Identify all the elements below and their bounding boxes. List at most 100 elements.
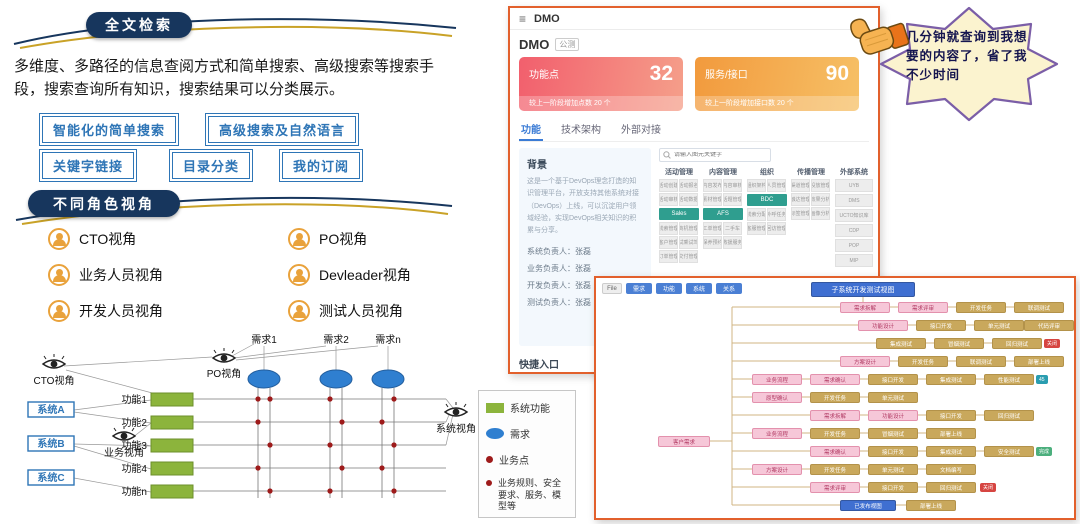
arch-column-activity: 活动管理 活动创建 活动报名 活动审核 活动数据 Sales 线索管理 商机管理 <box>659 167 699 269</box>
arch-group-header: Sales <box>659 208 699 220</box>
dmo-tab-bar: 功能 技术架构 外部对接 <box>519 118 869 142</box>
starburst-shape <box>879 6 1059 122</box>
arch-box: 外呼任务 <box>767 208 786 221</box>
role-label: Devleader视角 <box>319 267 411 283</box>
person-icon <box>48 264 70 286</box>
feature-chip-subscription: 我的订阅 <box>278 149 364 182</box>
search-input[interactable] <box>674 152 766 158</box>
arch-box: 二手车 <box>723 222 742 235</box>
arch-box: 保养预约 <box>703 236 722 249</box>
tab-architecture[interactable]: 技术架构 <box>561 125 601 136</box>
arch-box: 交付管理 <box>679 250 698 263</box>
trace-node: 开发任务 <box>810 392 860 403</box>
status-tag: 关闭 <box>980 483 997 492</box>
person-icon <box>288 300 310 322</box>
toolbar-chip-function[interactable]: 功能 <box>656 283 682 294</box>
trace-node: 原型确认 <box>752 392 802 403</box>
trace-node: 集成测试 <box>926 446 976 457</box>
function-label: 功能4 <box>121 462 147 475</box>
arch-box: 触达管理 <box>791 193 810 206</box>
trace-focus-node: 子系统开发测试视图 <box>811 282 915 297</box>
feature-chip-catalog: 目录分类 <box>168 149 254 182</box>
trace-node: 功能设计 <box>868 410 918 421</box>
testimonial-text: 几分钟就查询到我想要的内容了，省了我不少时间 <box>906 30 1028 82</box>
trace-node: 接口开发 <box>868 446 918 457</box>
tab-function[interactable]: 功能 <box>519 118 543 141</box>
section-title-role-views: 不同角色视角 <box>28 190 180 217</box>
arch-box: 素材管理 <box>703 193 722 206</box>
trace-node: 联调测试 <box>956 356 1006 367</box>
toolbar-chip-relation[interactable]: 关系 <box>716 283 742 294</box>
view-label-system: 系统视角 <box>436 422 476 435</box>
eye-icon-cto <box>42 353 66 369</box>
menu-icon[interactable]: ≡ <box>519 11 527 26</box>
arch-box: 商机管理 <box>679 222 698 235</box>
toolbar-chip-system[interactable]: 系统 <box>686 283 712 294</box>
owner-business: 业务负责人：张磊 <box>527 264 591 274</box>
tab-external[interactable]: 外部对接 <box>621 125 661 136</box>
owner-dev: 开发负责人：张磊 <box>527 281 591 291</box>
trace-node: 需求确认 <box>810 446 860 457</box>
arch-box: 活动审核 <box>659 193 678 206</box>
person-icon <box>48 300 70 322</box>
background-text: 这是一个基于DevOps理念打造的知识管理平台，开放支持其他系统对接（DevOp… <box>527 178 639 234</box>
trace-node: 冒烟测试 <box>868 428 918 439</box>
arch-box: 画像分析 <box>811 207 830 220</box>
trace-node: 已发布视图 <box>840 500 896 511</box>
role-item-business: 业务人员视角 <box>48 264 163 286</box>
role-item-cto: CTO视角 <box>48 228 136 250</box>
feature-chip-advanced-search: 高级搜索及自然语言 <box>204 113 360 146</box>
quick-entry-link[interactable]: 快捷入口 <box>519 360 559 371</box>
legend-item: 需求 <box>486 426 568 441</box>
function-label: 功能2 <box>121 416 147 429</box>
arch-box: MIP <box>835 254 873 267</box>
trace-node: 需求拆解 <box>840 302 890 313</box>
dmo-navbar: ≡ DMO <box>510 8 878 30</box>
arch-box: 内容发布 <box>703 179 722 192</box>
stat-value: 32 <box>649 62 673 85</box>
trace-node: 回归测试 <box>926 482 976 493</box>
trace-node: 部署上线 <box>1014 356 1064 367</box>
trace-node: 回归测试 <box>984 410 1034 421</box>
arch-box: 客服管理 <box>747 222 766 235</box>
arch-box: 工单管理 <box>703 222 722 235</box>
toolbar-chip-file[interactable]: File <box>602 283 622 294</box>
arch-box: 活动报名 <box>679 179 698 192</box>
demand-swatch <box>486 428 504 439</box>
business-point-swatch <box>486 456 493 463</box>
system-boxes <box>27 401 75 486</box>
arch-box: 线索管理 <box>659 222 678 235</box>
testimonial-burst <box>874 2 1070 130</box>
feature-chip-keyword-link: 关键字链接 <box>38 149 138 182</box>
status-tag: 关闭 <box>1044 339 1061 348</box>
system-function-swatch <box>486 402 504 413</box>
system-label: 系统C <box>37 471 64 484</box>
section-title-text: 不同角色视角 <box>53 195 155 212</box>
arch-column-content: 内容管理 内容发布 内容审核 素材管理 话题管理 AFS 工单管理 二手车 <box>703 167 743 269</box>
status-tag: 45 <box>1036 375 1048 384</box>
background-title: 背景 <box>527 160 547 171</box>
person-icon <box>288 264 310 286</box>
demand-label: 需求2 <box>323 334 349 346</box>
demand-ellipses <box>247 369 405 389</box>
view-label-business: 业务视角 <box>104 446 144 459</box>
trace-node: 接口开发 <box>926 410 976 421</box>
role-item-devleader: Devleader视角 <box>288 264 411 286</box>
legend-item: 业务点 <box>486 452 568 467</box>
thumbs-up-icon <box>850 18 910 55</box>
arch-box: 订单管理 <box>659 250 678 263</box>
rule-swatch <box>486 480 492 486</box>
matrix-grid-lines <box>193 388 446 498</box>
trace-node: 部署上线 <box>926 428 976 439</box>
trace-node: 文档编写 <box>926 464 976 475</box>
eye-icon-system <box>444 401 468 417</box>
trace-node: 单元测试 <box>974 320 1024 331</box>
beta-badge: 公测 <box>555 38 580 51</box>
arch-column-spread: 传播管理 渠道管理 投放管理 触达管理 效果分析 标签管理 画像分析 <box>791 167 831 269</box>
business-point-dots <box>255 396 397 494</box>
trace-node: 联调测试 <box>1014 302 1064 313</box>
arch-box: DMS <box>835 194 873 207</box>
toolbar-chip-demand[interactable]: 需求 <box>626 283 652 294</box>
trace-node: 需求确认 <box>810 374 860 385</box>
trace-node: 需求评审 <box>898 302 948 313</box>
